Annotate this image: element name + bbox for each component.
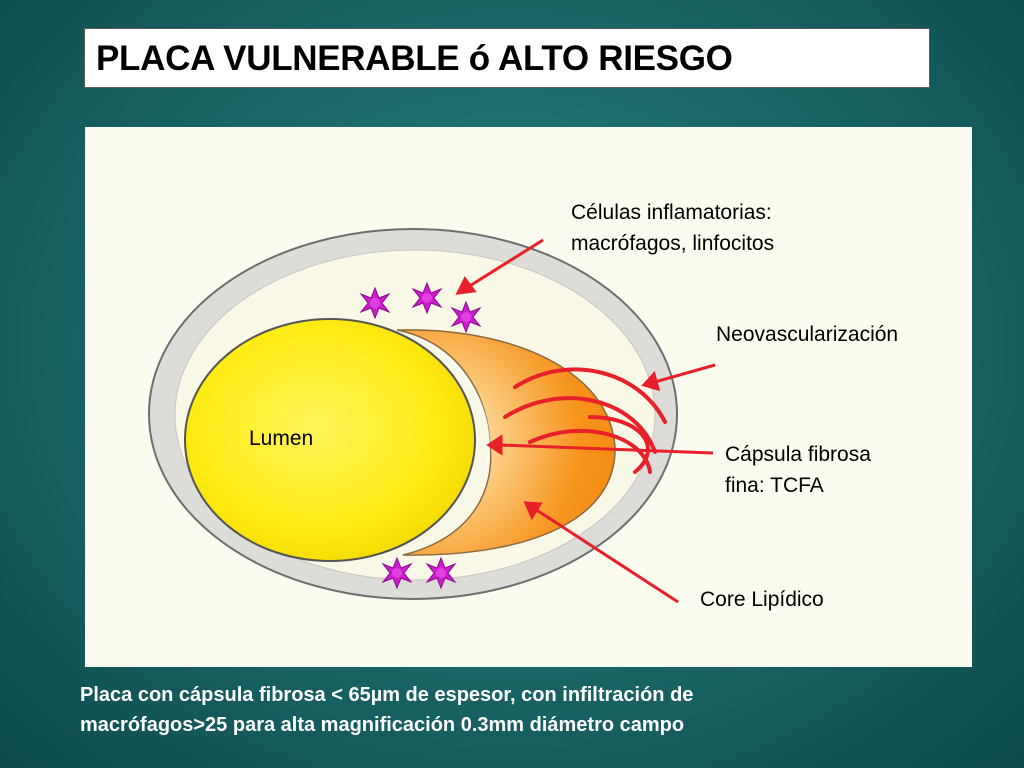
caption: Placa con cápsula fibrosa < 65µm de espe…	[80, 680, 980, 740]
caption-line1: Placa con cápsula fibrosa < 65µm de espe…	[80, 684, 694, 706]
arrow-capsule-head	[486, 434, 503, 456]
neovascular-vessels	[503, 367, 667, 474]
arrow-neovascular-head	[641, 370, 661, 392]
label-fibrous-capsule: Cápsula fibrosa fina: TCFA	[725, 439, 871, 501]
label-inflammatory-cells: Células inflamatorias: macrófagos, linfo…	[571, 197, 774, 259]
label-capsule-line2: fina: TCFA	[725, 474, 824, 497]
arrow-capsule	[499, 443, 714, 455]
arrow-neovascular	[654, 363, 716, 384]
arrow-core-head	[523, 501, 543, 521]
arrow-cells-head	[455, 276, 477, 295]
arrow-core	[534, 507, 679, 604]
title-box: PLACA VULNERABLE ó ALTO RIESGO	[84, 28, 930, 88]
arrow-cells	[467, 238, 544, 289]
label-capsule-line1: Cápsula fibrosa	[725, 443, 871, 466]
label-lipid-core: Core Lipídico	[700, 588, 824, 611]
label-lumen: Lumen	[249, 427, 314, 450]
label-neovascularization: Neovascularización	[716, 323, 899, 346]
label-cells-line2: macrófagos, linfocitos	[571, 232, 775, 255]
lumen	[184, 318, 476, 562]
fibrous-cap	[414, 336, 490, 468]
diagram-panel: Células inflamatorias: macrófagos, linfo…	[85, 127, 972, 667]
label-cells-line1: Células inflamatorias:	[571, 201, 772, 224]
slide-title: PLACA VULNERABLE ó ALTO RIESGO	[96, 39, 733, 78]
caption-line2: macrófagos>25 para alta magnificación 0.…	[80, 714, 685, 736]
plaque-diagram	[148, 228, 716, 604]
